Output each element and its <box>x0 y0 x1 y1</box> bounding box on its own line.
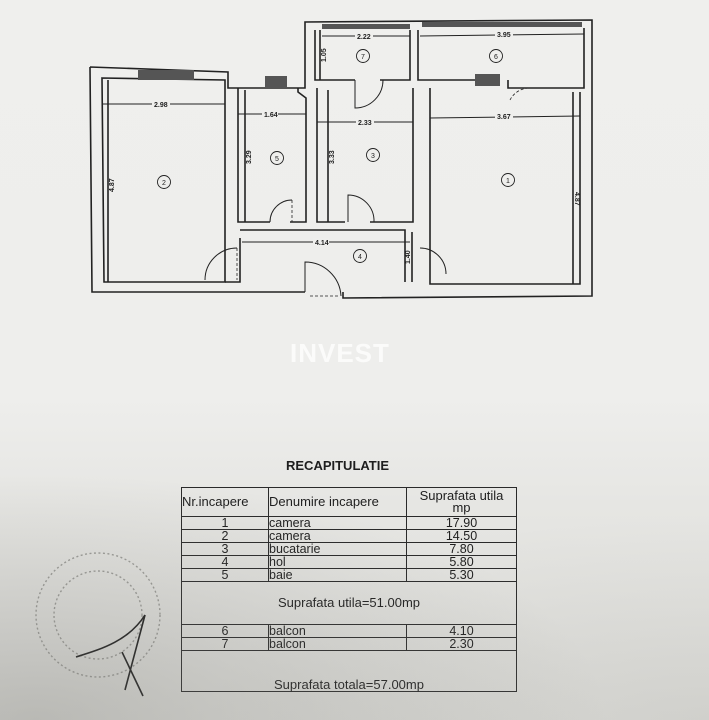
dim-room6-width: 3.95 <box>497 32 511 39</box>
room-label-2: 2 <box>162 180 166 187</box>
recap-table: Nr.incapere Denumire incapere Suprafata … <box>181 487 517 692</box>
table-row: 3 bucatarie 7.80 <box>181 542 517 556</box>
watermark-logo: INVEST <box>290 338 390 368</box>
room-label-7: 7 <box>361 54 365 61</box>
table-row: 7 balcon 2.30 <box>181 637 517 651</box>
table-row: 1 camera 17.90 <box>181 516 517 530</box>
table-row: 2 camera 14.50 <box>181 529 517 543</box>
signature-icon <box>75 614 146 697</box>
dim-room5-height: 3.29 <box>246 150 253 164</box>
room-label-5: 5 <box>275 156 279 163</box>
grand-total-summary-row: Suprafata totala=57.00mp <box>181 650 517 692</box>
table-row: 5 baie 5.30 <box>181 568 517 582</box>
room-label-1: 1 <box>506 178 510 185</box>
room-label-3: 3 <box>371 153 375 160</box>
dim-room1-width: 3.67 <box>497 114 511 121</box>
header-room-name: Denumire incapere <box>268 487 407 517</box>
header-area: Suprafata utila mp <box>406 487 517 517</box>
dim-room1-height: 4.87 <box>573 192 580 206</box>
dim-room4-height: 1.40 <box>405 250 412 264</box>
table-row: 4 hol 5.80 <box>181 555 517 569</box>
dim-room3-width: 2.33 <box>358 120 372 127</box>
useful-area-total: Suprafata utila=51.00mp <box>181 581 517 625</box>
room-label-4: 4 <box>358 254 362 261</box>
header-room-number: Nr.incapere <box>181 487 269 517</box>
dim-room2-height: 4.87 <box>109 178 116 192</box>
dim-room7-height: 1.05 <box>321 48 328 62</box>
recap-title: RECAPITULATIE <box>286 458 390 473</box>
dim-room2-width: 2.98 <box>154 102 168 109</box>
useful-area-summary-row: Suprafata utila=51.00mp <box>181 581 517 625</box>
room-label-6: 6 <box>494 54 498 61</box>
dim-room5-width: 1.64 <box>264 112 278 119</box>
dim-room7-width: 2.22 <box>357 34 371 41</box>
stamp-icon <box>35 552 161 678</box>
table-header-row: Nr.incapere Denumire incapere Suprafata … <box>181 487 517 517</box>
stamp-and-signature <box>35 552 161 697</box>
dim-room3-height: 3.33 <box>329 150 336 164</box>
floor-plan: 2.98 1.64 2.33 3.67 2.22 3.95 4.14 4.87 … <box>89 19 593 299</box>
table-row: 6 balcon 4.10 <box>181 624 517 638</box>
dim-room4-width: 4.14 <box>315 240 329 247</box>
grand-total-area: Suprafata totala=57.00mp <box>181 650 517 692</box>
